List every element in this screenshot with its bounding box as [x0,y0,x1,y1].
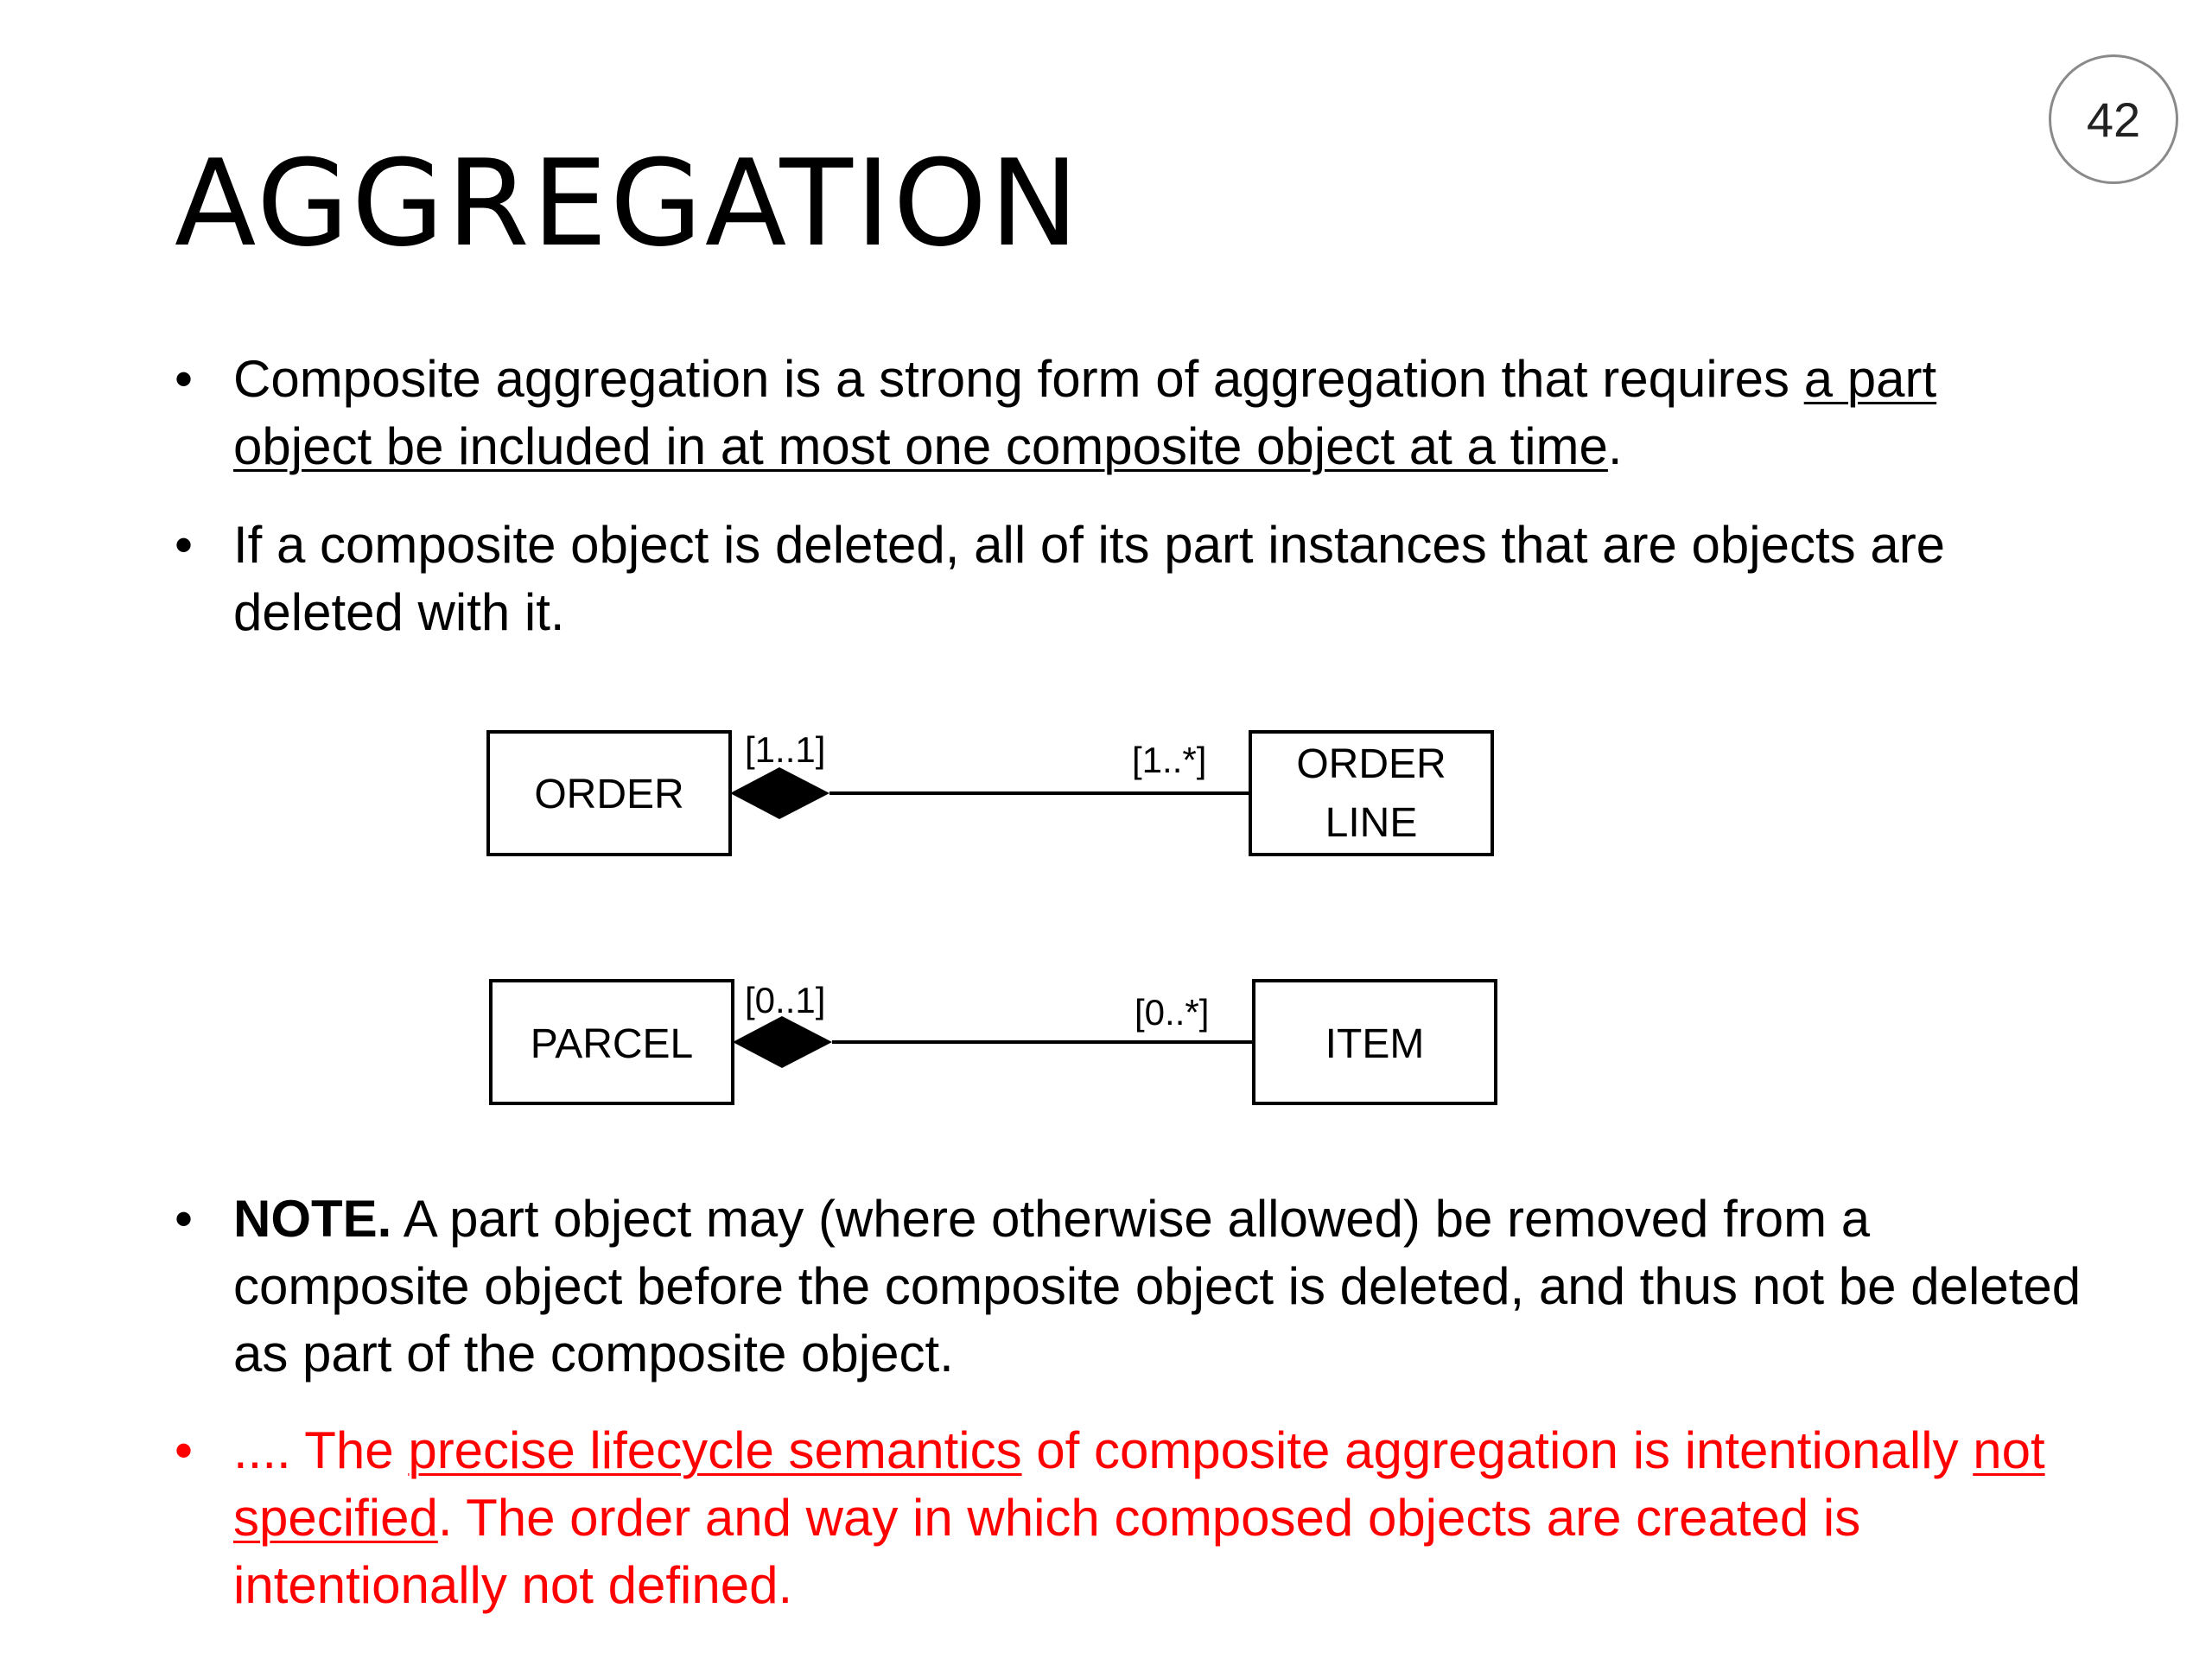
bullet-list-lifecycle: • .... The precise lifecycle semantics o… [175,1417,2058,1619]
bullet-text: . The order and way in which composed ob… [233,1489,1861,1614]
note-label: NOTE. [233,1190,392,1248]
bullet-list-top: • Composite aggregation is a strong form… [175,346,2058,480]
bullet-text-end: . [1607,417,1623,475]
bullet-list-second: • If a composite object is deleted, all … [175,512,2058,646]
bullet-note: • NOTE. A part object may (where otherwi… [175,1185,2093,1388]
parcel-class-label: PARCEL [531,1021,694,1067]
composition-diamond-order [730,767,830,819]
underlined-lifecycle-semantics: precise lifecycle semantics [408,1421,1022,1479]
bullet-lifecycle-note: • .... The precise lifecycle semantics o… [175,1417,2058,1619]
bullet-deletion-rule: • If a composite object is deleted, all … [175,512,2058,646]
parcel-multiplicity: [0..1] [745,980,825,1020]
composition-diamond-parcel [733,1016,832,1068]
bullet-text: If a composite object is deleted, all of… [233,516,1946,641]
slide-number-badge: 42 [2049,54,2178,184]
order-multiplicity: [1..1] [745,729,825,770]
item-class-label: ITEM [1325,1021,1425,1067]
bullet-dot: • [175,1421,194,1479]
bullet-text: of composite aggregation is intentionall… [1021,1421,1974,1479]
bullet-dot: • [175,516,194,574]
underlined-not-specified: not specified [233,1421,2045,1547]
order-line-multiplicity: [1..*] [1132,740,1206,780]
slide-number: 42 [2086,92,2141,147]
bullet-list-note: • NOTE. A part object may (where otherwi… [175,1185,2093,1388]
bullet-dot: • [175,1190,194,1248]
bullet-text: .... The [233,1421,409,1479]
bullet-text: Composite aggregation is a strong form o… [233,350,1804,408]
order-line-label-line-2: LINE [1325,800,1418,846]
item-multiplicity: [0..*] [1135,992,1209,1033]
bullet-dot: • [175,350,194,408]
order-class-label: ORDER [534,772,683,817]
bullet-text: A part object may (where otherwise allow… [233,1190,2082,1382]
bullet-composite-definition: • Composite aggregation is a strong form… [175,346,2058,480]
order-line-label-line-1: ORDER [1296,741,1446,787]
slide-title: AGGREGATION [175,134,1082,273]
bullet-underlined-text: a part object be included in at most one… [233,350,1937,475]
